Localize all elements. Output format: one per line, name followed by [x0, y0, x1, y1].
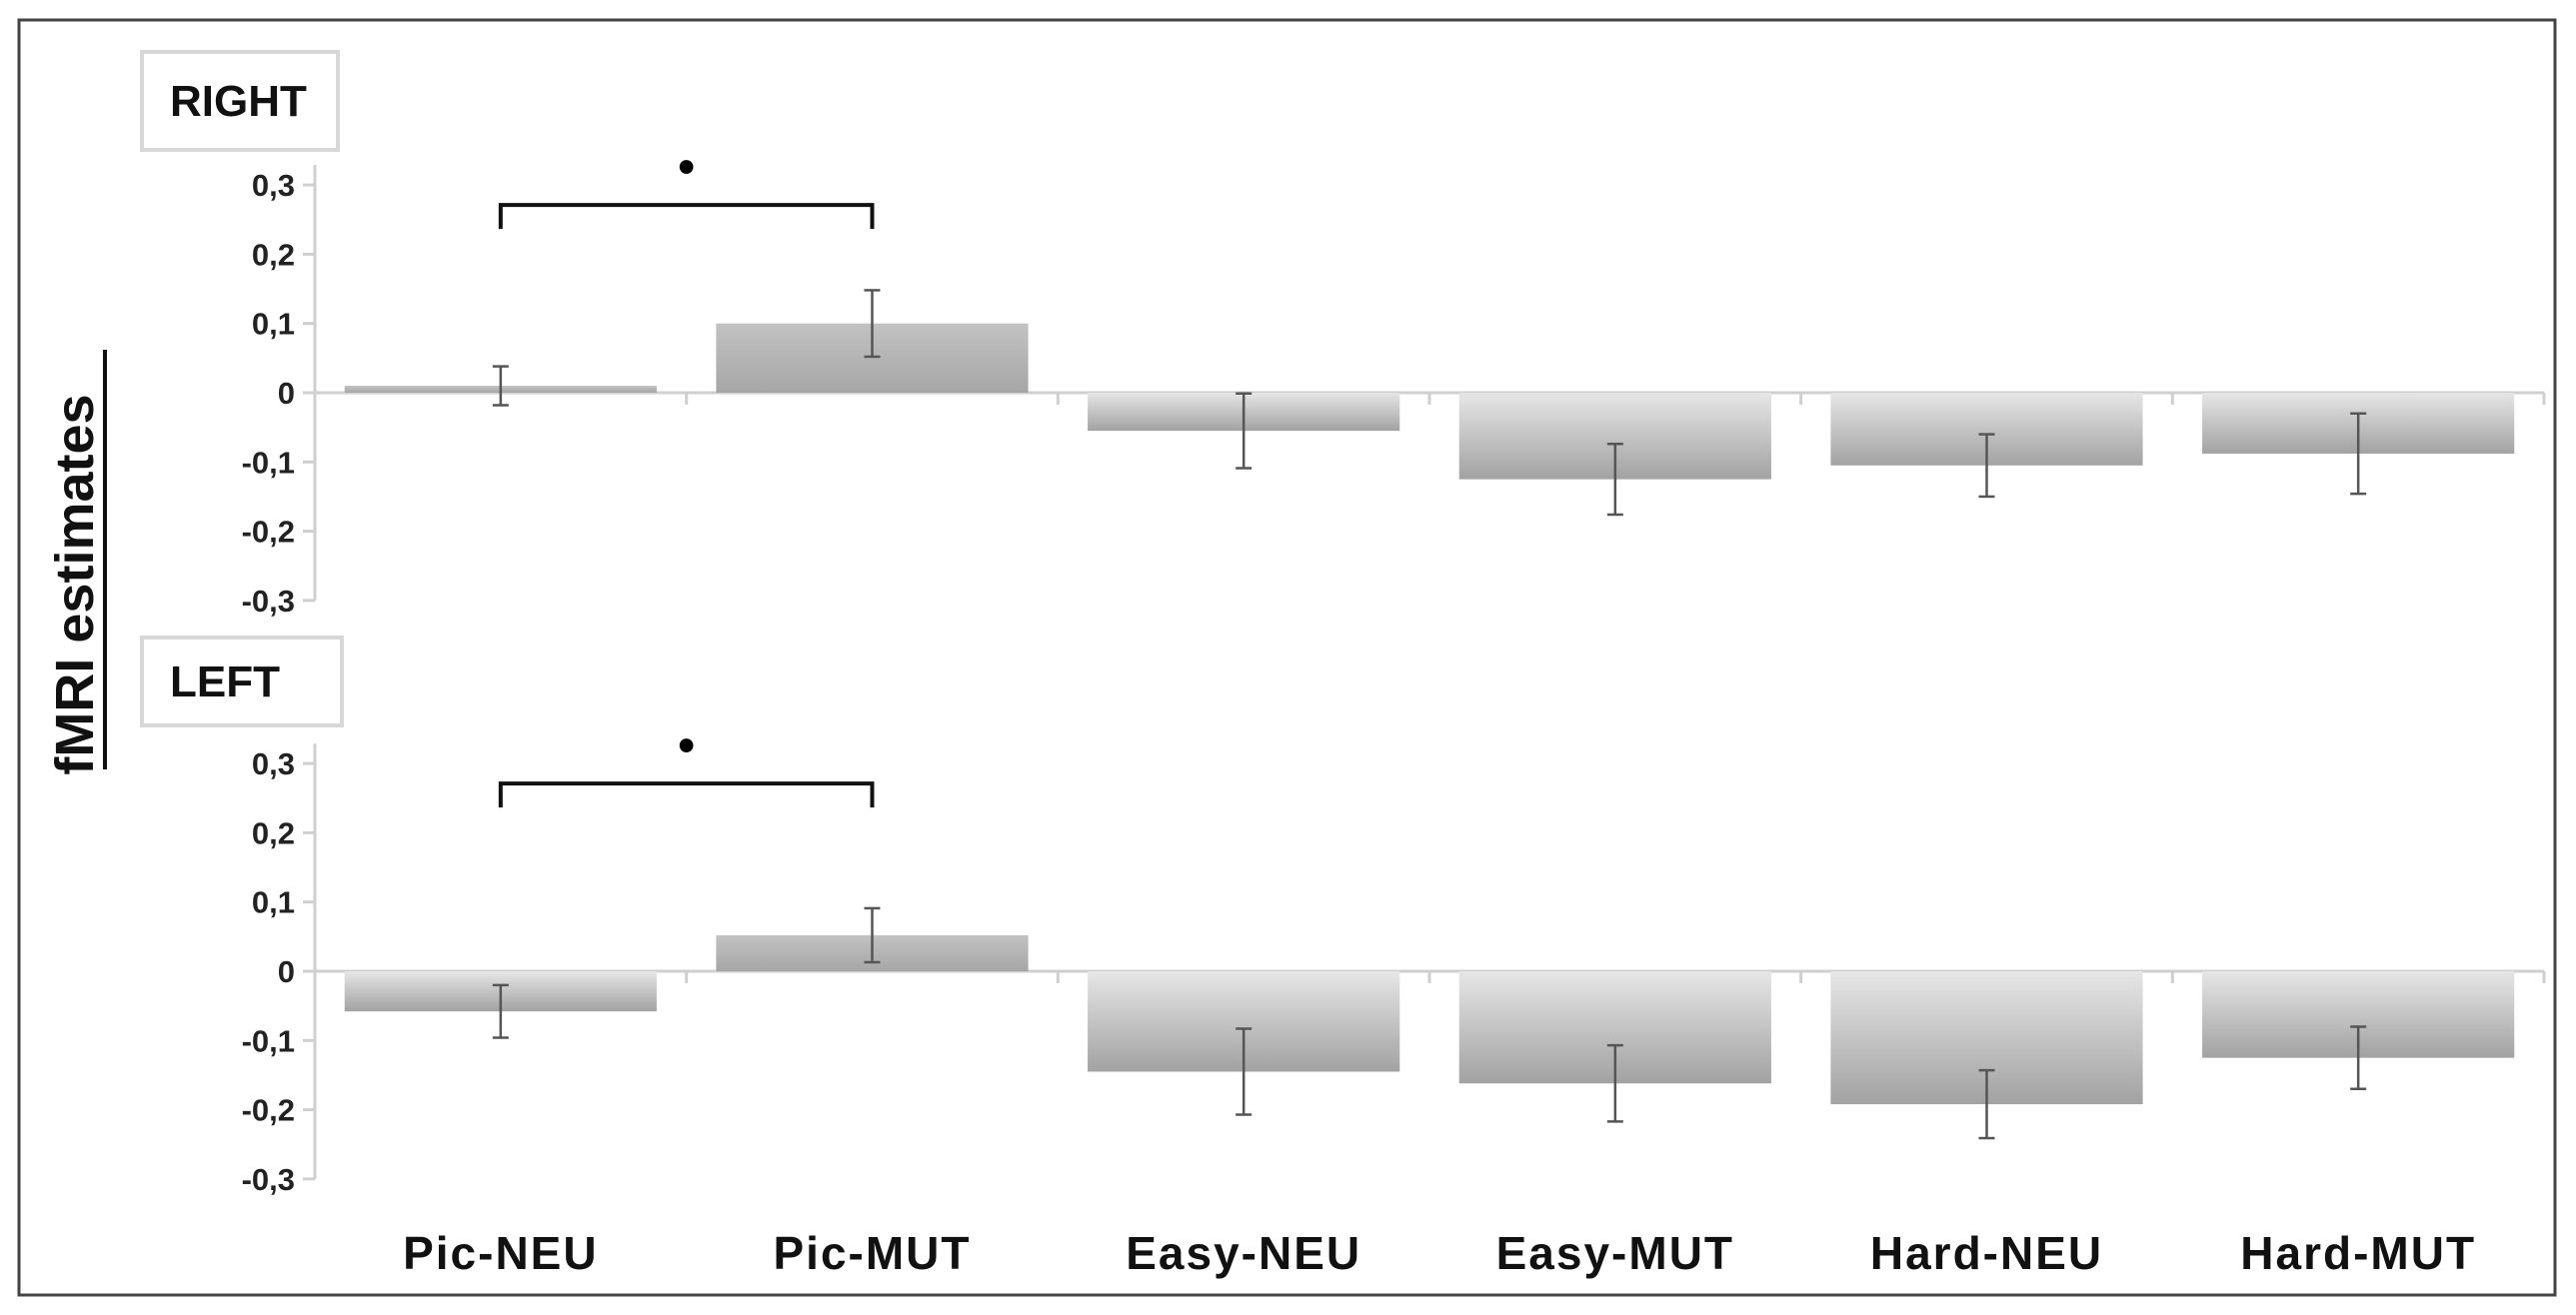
category-label: Pic-NEU: [403, 1227, 598, 1279]
y-tick-label: -0,3: [242, 584, 295, 619]
y-tick-label: -0,3: [242, 1162, 295, 1197]
panel-label: RIGHT: [170, 77, 307, 126]
panel-left: LEFT 0,3 0,2 0,1 0 -0,1 -0,2 -0,3 •: [140, 636, 2546, 1197]
y-tick-label: 0,1: [252, 885, 295, 920]
y-tick-label: -0,2: [242, 515, 295, 550]
significance-bracket: [498, 203, 875, 230]
category-label: Easy-MUT: [1496, 1227, 1734, 1279]
y-tick-label: 0,2: [252, 815, 295, 850]
category-label: Pic-MUT: [774, 1227, 972, 1279]
panel-label-box: [140, 636, 344, 727]
y-tick-label: 0,1: [252, 307, 295, 342]
y-axis-label: fMRI estimates: [45, 394, 105, 774]
y-tick-label: 0: [278, 954, 295, 989]
y-tick-label: -0,1: [242, 1023, 295, 1058]
y-tick-label: 0,2: [252, 237, 295, 272]
y-tick-label: 0: [278, 376, 295, 411]
significance-bracket: [498, 781, 875, 808]
panel-label: LEFT: [170, 658, 280, 706]
y-tick-label: -0,1: [242, 445, 295, 480]
figure-frame: [17, 18, 2557, 1297]
significance-marker: •: [678, 141, 695, 194]
y-tick-label: 0,3: [252, 168, 295, 203]
panels-layer: RIGHT 0,3 0,2 0,1 0 -0,1 -0,2 -0,3 • LEFT 0,3 0,2 0,…: [140, 50, 2546, 1197]
category-label: Hard-NEU: [1870, 1227, 2103, 1279]
category-label: Hard-MUT: [2240, 1227, 2476, 1279]
category-label: Easy-NEU: [1126, 1227, 1361, 1279]
y-tick-label: -0,2: [242, 1093, 295, 1128]
category-labels: Pic-NEU Pic-MUT Easy-NEU Easy-MUT Hard-NEU Ha…: [403, 1227, 2476, 1279]
significance-marker: •: [678, 719, 695, 772]
panel-label-box: [140, 50, 340, 152]
panel-right: RIGHT 0,3 0,2 0,1 0 -0,1 -0,2 -0,3 •: [140, 50, 2546, 619]
y-tick-label: 0,3: [252, 746, 295, 781]
